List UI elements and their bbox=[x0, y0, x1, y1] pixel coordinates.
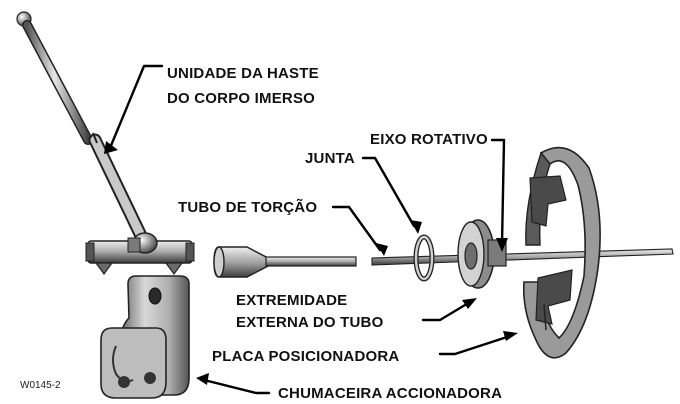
torque-tube bbox=[213, 246, 357, 278]
positioner-plate bbox=[522, 146, 601, 359]
leader-shaft bbox=[490, 138, 506, 246]
figure-id: W0145-2 bbox=[20, 380, 61, 391]
leader-gasket bbox=[361, 156, 416, 228]
driver-bearing bbox=[100, 275, 190, 399]
label-torque-tube: TUBO DE TORÇÃO bbox=[178, 198, 317, 216]
labels: UNIDADE DA HASTE DO CORPO IMERSO JUNTA E… bbox=[20, 65, 502, 402]
label-rotary-shaft: EIXO ROTATIVO bbox=[370, 131, 488, 148]
leader-plate bbox=[438, 334, 512, 356]
displacer-rod-assembly bbox=[16, 11, 195, 276]
label-rod-line1: UNIDADE DA HASTE bbox=[167, 65, 319, 82]
label-tube-end-line2: EXTERNA DO TUBO bbox=[236, 314, 384, 331]
bearing-mount-hole bbox=[148, 287, 162, 305]
label-rod-line2: DO CORPO IMERSO bbox=[167, 90, 315, 107]
leader-bearing bbox=[202, 378, 271, 395]
leader-rod bbox=[108, 64, 164, 150]
label-positioner-plate: PLACA POSICIONADORA bbox=[212, 348, 399, 365]
leader-tube-end bbox=[421, 300, 472, 322]
label-tube-end-line1: EXTREMIDADE bbox=[236, 292, 347, 309]
tube-outer-end bbox=[457, 219, 507, 289]
leader-torque-tube bbox=[331, 205, 382, 252]
label-driver-bearing: CHUMACEIRA ACCIONADORA bbox=[278, 385, 502, 402]
gasket bbox=[413, 234, 435, 282]
torque-tube-shaft bbox=[265, 256, 357, 267]
leader-lines bbox=[104, 64, 518, 395]
label-gasket: JUNTA bbox=[305, 150, 355, 167]
